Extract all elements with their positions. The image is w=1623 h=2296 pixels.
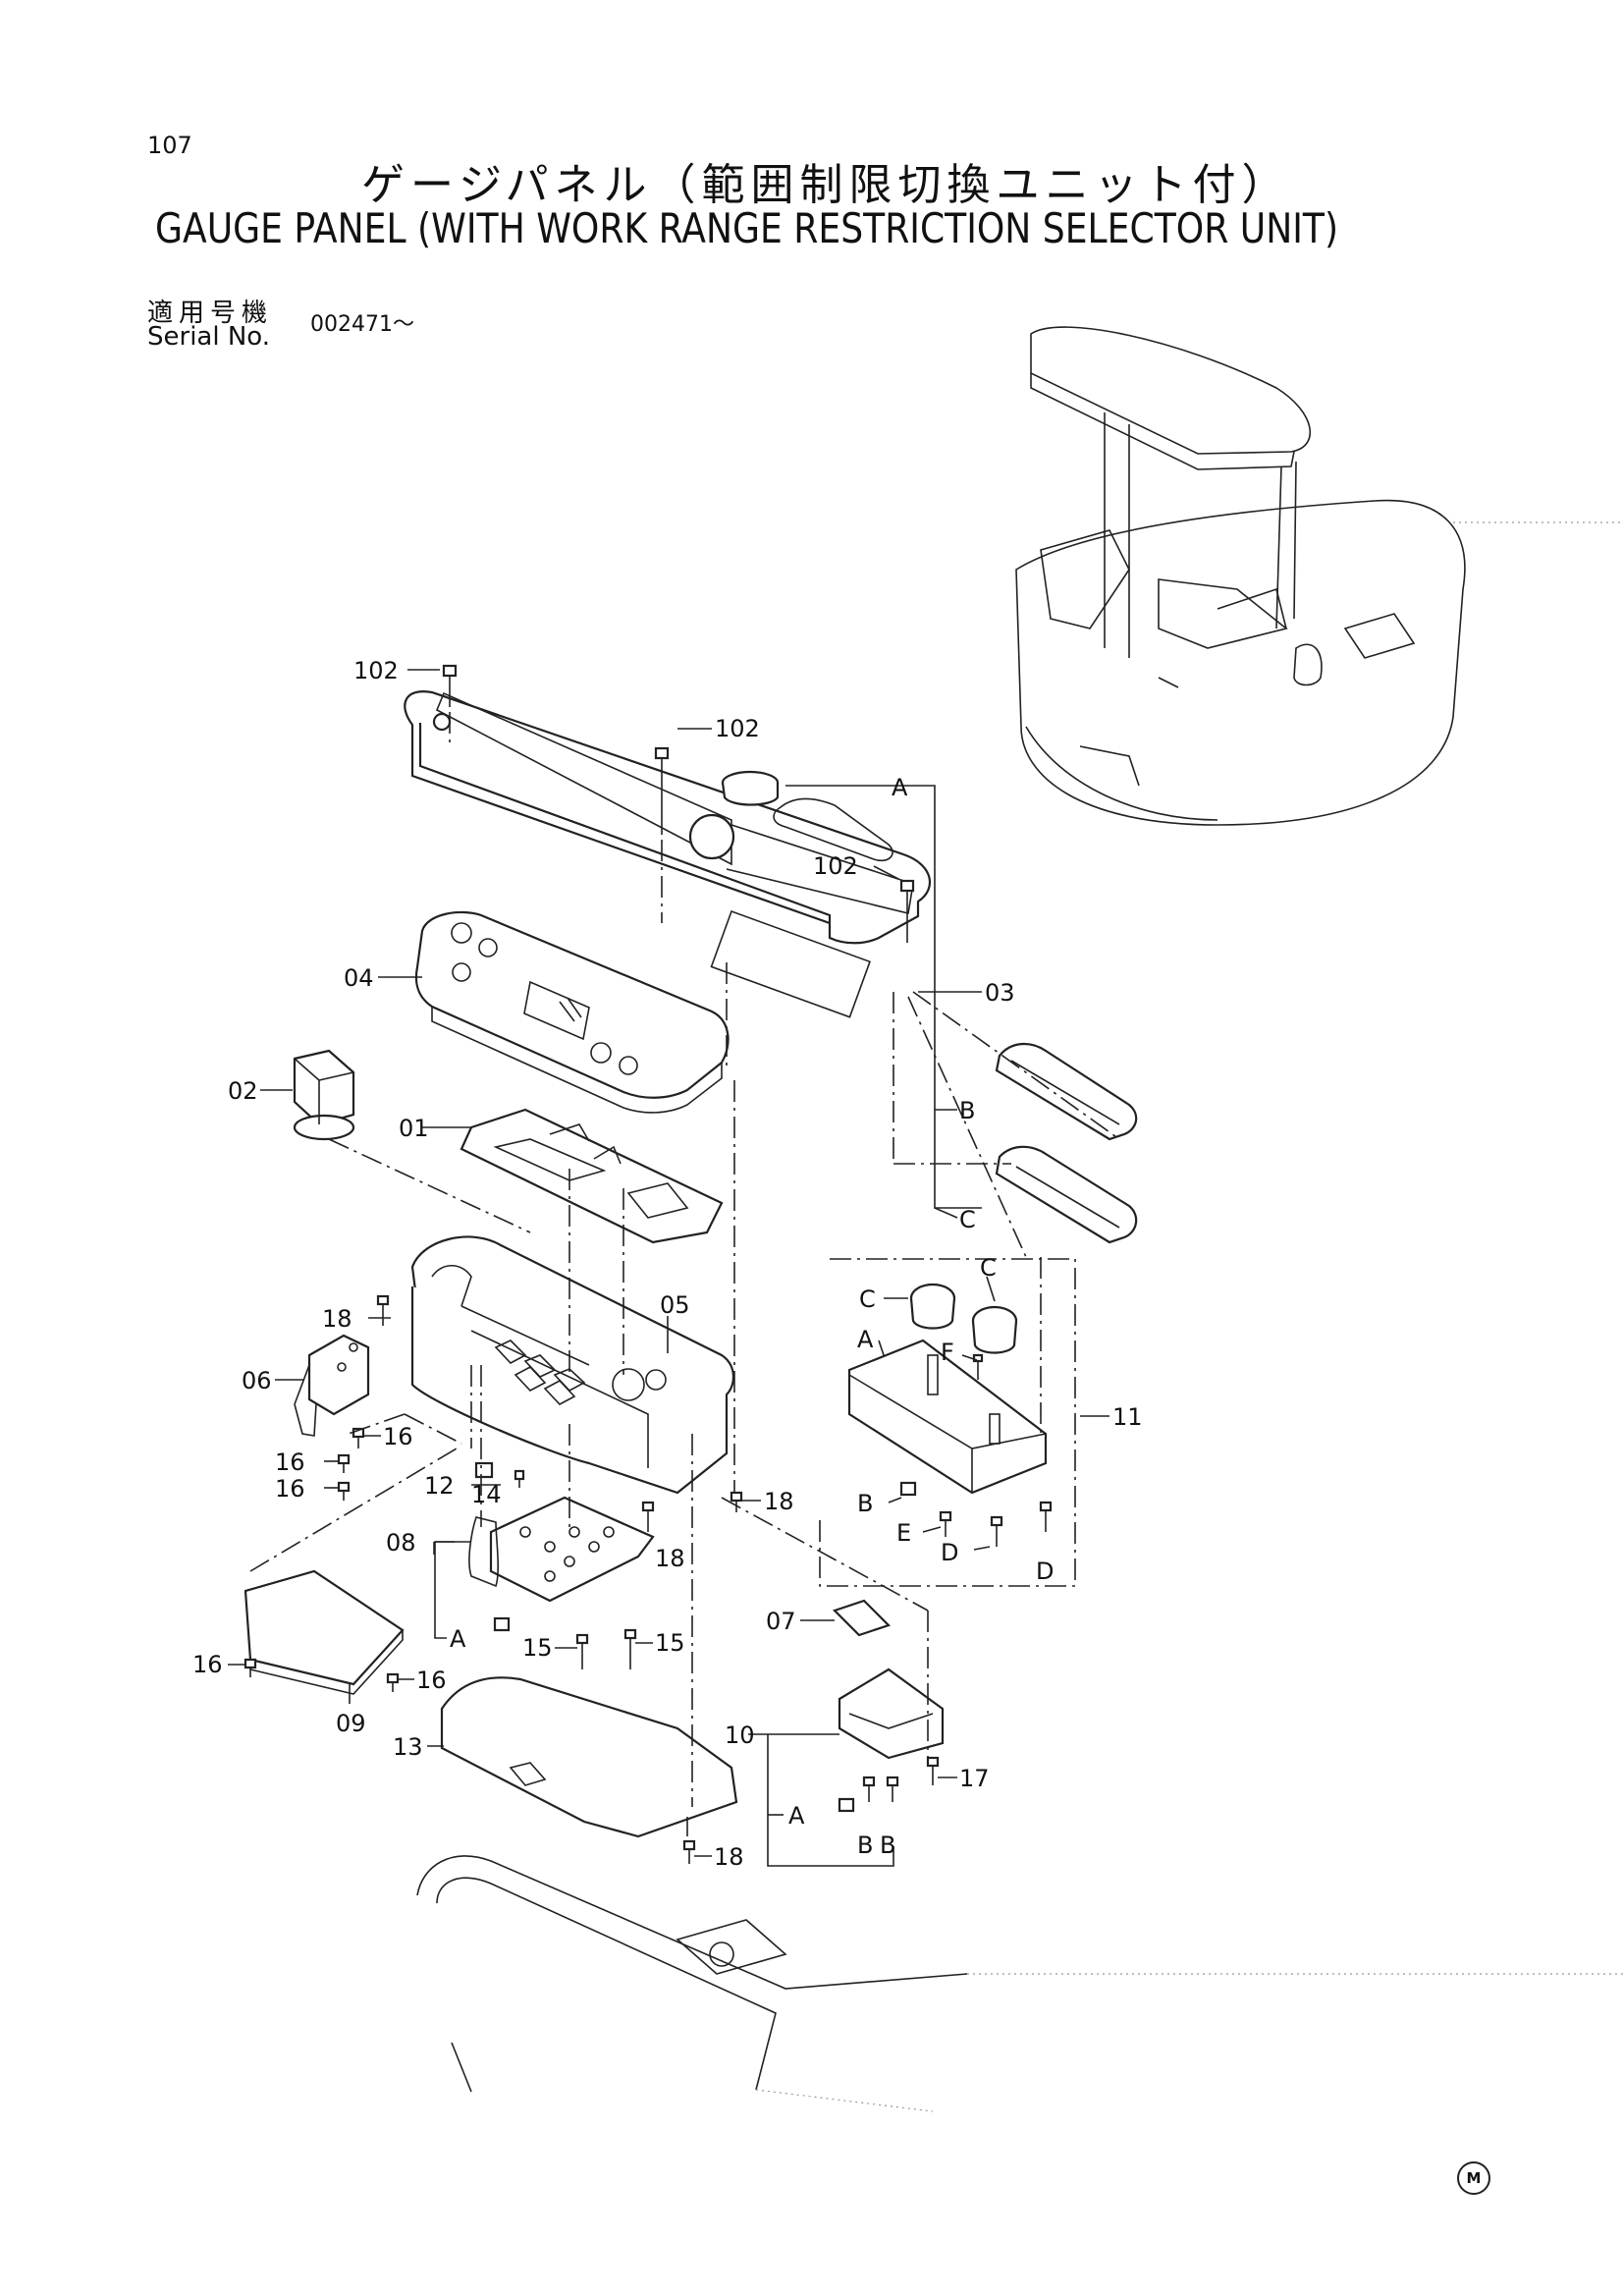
- part-07-10-switch-assembly: [832, 1599, 945, 1760]
- callout-18-d: 18: [714, 1843, 744, 1871]
- callout-18-a: 18: [322, 1305, 352, 1333]
- callout-A-top: A: [892, 774, 908, 801]
- page-title-japanese: ゲージパネル（範囲制限切換ユニット付）: [361, 160, 1291, 210]
- callout-16-a: 16: [383, 1423, 413, 1450]
- callout-18-c: 18: [655, 1545, 685, 1572]
- callout-16-b: 16: [275, 1449, 305, 1476]
- callout-06: 06: [242, 1367, 272, 1394]
- callout-15-a: 15: [522, 1634, 553, 1662]
- part-08-circuit-board: [468, 1496, 655, 1603]
- callout-16-c: 16: [275, 1475, 305, 1503]
- part-06-switch-bracket: [294, 1334, 370, 1437]
- serial-label-english: Serial No.: [147, 322, 270, 352]
- callout-C-knob-1: C: [859, 1285, 876, 1313]
- callout-15-b: 15: [655, 1629, 685, 1657]
- callout-05: 05: [660, 1291, 690, 1319]
- callout-C-top: C: [959, 1206, 976, 1233]
- callout-D-1: D: [941, 1539, 958, 1566]
- serial-number-range: 002471～: [310, 312, 414, 337]
- callout-10: 10: [725, 1722, 755, 1749]
- callout-13: 13: [393, 1733, 423, 1761]
- callout-C-knob-2: C: [980, 1254, 997, 1282]
- assembly-lines: [249, 712, 1120, 1836]
- callout-A-08: A: [450, 1625, 466, 1653]
- callout-16-d: 16: [192, 1651, 223, 1678]
- part-cap-A: [721, 770, 780, 806]
- part-ring-B: [995, 1043, 1138, 1141]
- callout-102-b: 102: [715, 715, 760, 742]
- part-01-switch-sheet: [460, 1108, 724, 1244]
- callout-12: 12: [424, 1472, 455, 1500]
- callout-07: 07: [766, 1608, 796, 1635]
- screw-icons: [243, 664, 1053, 1864]
- callout-E: E: [896, 1519, 911, 1547]
- callout-B-10-b: B: [880, 1831, 895, 1859]
- callout-14: 14: [471, 1481, 502, 1508]
- serial-label-japanese: 適用号機: [147, 299, 274, 328]
- callout-11: 11: [1112, 1403, 1143, 1431]
- callout-03: 03: [985, 979, 1015, 1007]
- excavator-cab-sketch: [1015, 326, 1623, 826]
- corner-circle-mark: M: [1457, 2161, 1490, 2195]
- callout-102-a: 102: [353, 657, 399, 684]
- part-02-buzzer: [293, 1049, 355, 1141]
- part-ring-C: [995, 1145, 1138, 1244]
- callout-A-box: A: [857, 1326, 874, 1353]
- callout-D-2: D: [1036, 1558, 1054, 1585]
- callout-B-box: B: [857, 1490, 873, 1517]
- part-13-lower-cover: [440, 1676, 738, 1838]
- machine-body-outline: [416, 1855, 1623, 2112]
- callout-02: 02: [228, 1077, 258, 1105]
- callout-01: 01: [399, 1115, 429, 1142]
- callout-F: F: [941, 1339, 954, 1366]
- page-number: 107: [147, 132, 192, 159]
- callout-B-10-a: B: [857, 1831, 873, 1859]
- part-09-plate: [243, 1569, 405, 1695]
- callout-labels: 102 102 102 A 04 03 B 02 01 C 05 18 06 1…: [192, 657, 1143, 1871]
- page-title-english: GAUGE PANEL (WITH WORK RANGE RESTRICTION…: [155, 204, 1339, 252]
- leader-lines: [228, 669, 1109, 1867]
- callout-B-top: B: [959, 1097, 975, 1124]
- callout-102-c: 102: [813, 852, 858, 880]
- callout-09: 09: [336, 1710, 366, 1737]
- part-05-gauge-housing: [410, 1235, 734, 1495]
- part-11-selector-unit: [819, 1258, 1076, 1587]
- part-03-gauge-panel-cover: [404, 690, 931, 1018]
- callout-04: 04: [344, 964, 374, 992]
- callout-A-10: A: [788, 1802, 805, 1830]
- part-04-gauge-display: [414, 910, 730, 1114]
- callout-16-e: 16: [416, 1667, 447, 1694]
- callout-08: 08: [386, 1529, 416, 1557]
- callout-17: 17: [959, 1765, 990, 1792]
- callout-18-b: 18: [764, 1488, 794, 1515]
